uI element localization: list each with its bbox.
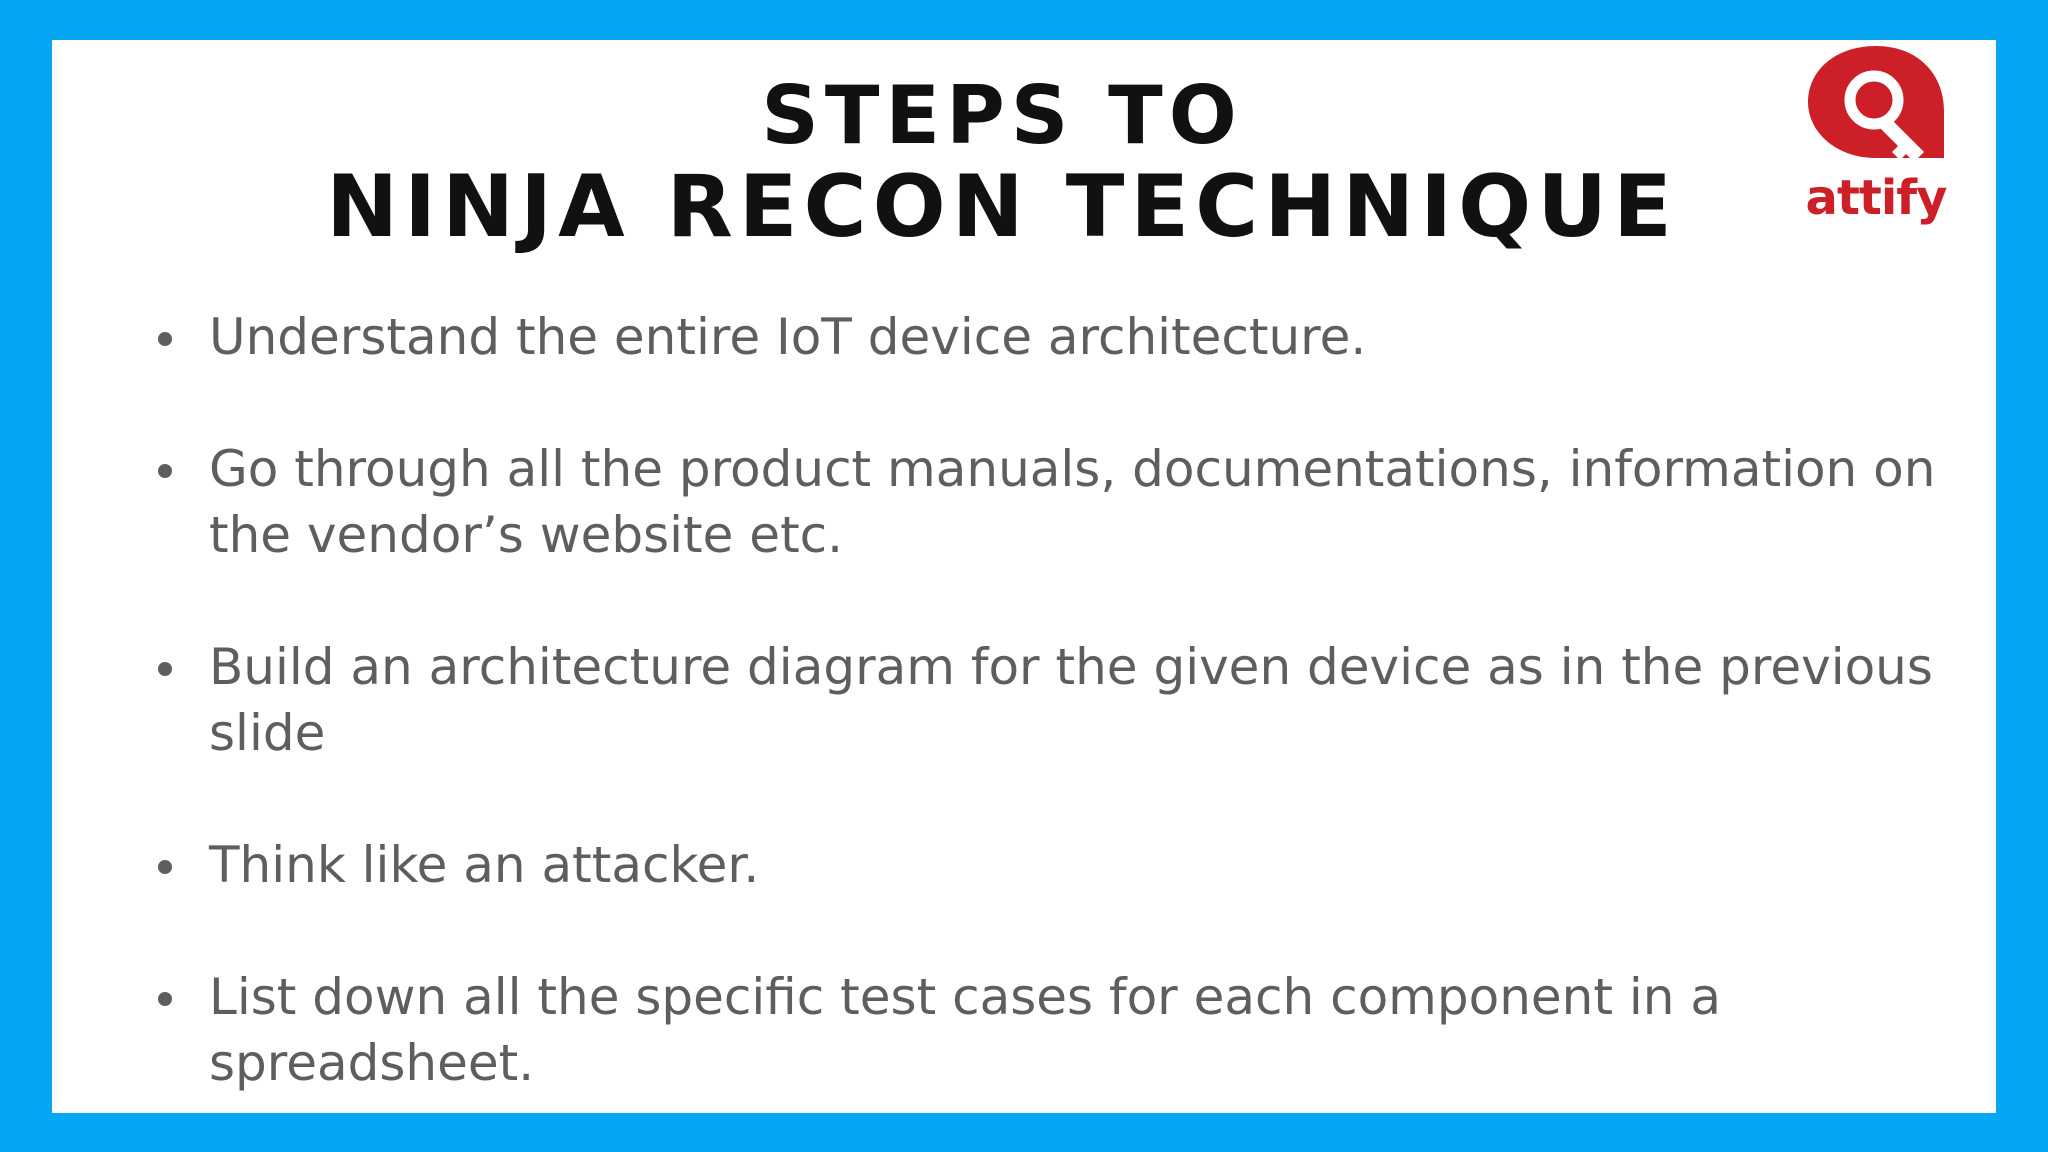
bullet-dot-icon [158, 662, 172, 676]
key-pin-icon [1808, 46, 1944, 162]
bullet-item: Build an architecture diagram for the gi… [152, 634, 1952, 766]
bullet-dot-icon [158, 992, 172, 1006]
title-line-2: NINJA RECON TECHNIQUE [326, 157, 1678, 257]
title-line-1: STEPS TO [761, 69, 1243, 162]
bullet-item: List down all the specific test cases fo… [152, 964, 1952, 1096]
bullet-dot-icon [158, 464, 172, 478]
slide: STEPS TO NINJA RECON TECHNIQUE attify Un… [52, 40, 1996, 1113]
logo-wordmark: attify [1805, 170, 1948, 226]
attify-logo: attify [1776, 42, 1976, 242]
bullet-item: Understand the entire IoT device archite… [152, 304, 1952, 370]
bullet-dot-icon [158, 860, 172, 874]
bullet-text: Understand the entire IoT device archite… [209, 308, 1367, 366]
bullet-text: Build an architecture diagram for the gi… [209, 638, 1933, 762]
bullet-text: Think like an attacker. [209, 836, 760, 894]
bullet-item: Think like an attacker. [152, 832, 1952, 898]
bullet-item: Go through all the product manuals, docu… [152, 436, 1952, 568]
bullet-list: Understand the entire IoT device archite… [152, 304, 1952, 1113]
bullet-text: List down all the specific test cases fo… [209, 968, 1721, 1092]
bullet-text: Go through all the product manuals, docu… [209, 440, 1936, 564]
bullet-dot-icon [158, 332, 172, 346]
